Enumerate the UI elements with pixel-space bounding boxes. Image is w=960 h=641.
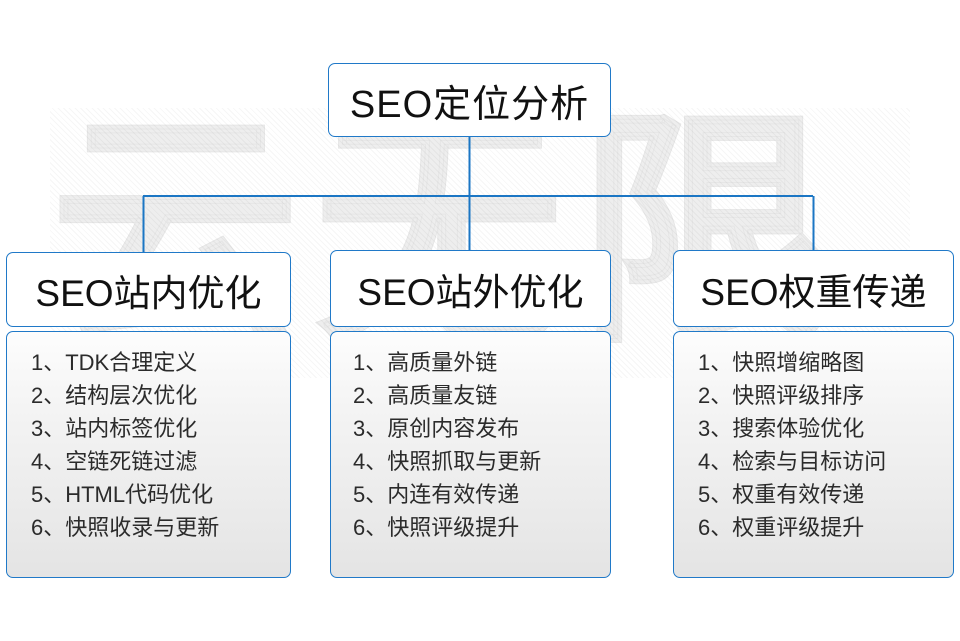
branch-header-2-label: SEO站外优化 — [357, 271, 584, 313]
branch-header-1-label: SEO站内优化 — [35, 272, 262, 314]
list-item: 4、检索与目标访问 — [698, 449, 887, 474]
branch-header-3[interactable]: SEO权重传递 — [673, 250, 954, 327]
list-item: 2、快照评级排序 — [698, 383, 865, 408]
list-item: 5、HTML代码优化 — [31, 482, 214, 507]
branch-list-3-items: 1、快照增缩略图 2、快照评级排序 3、搜索体验优化 4、检索与目标访问 5、权… — [674, 346, 953, 544]
branch-header-2-box: SEO站外优化 — [330, 250, 611, 327]
branch-list-3: 1、快照增缩略图 2、快照评级排序 3、搜索体验优化 4、检索与目标访问 5、权… — [673, 331, 954, 578]
list-item: 2、高质量友链 — [353, 383, 498, 408]
branch-list-1-items: 1、TDK合理定义 2、结构层次优化 3、站内标签优化 4、空链死链过滤 5、H… — [7, 346, 290, 544]
root-node-box: SEO定位分析 — [328, 63, 611, 137]
list-item: 3、搜索体验优化 — [698, 416, 865, 441]
list-item: 6、权重评级提升 — [698, 515, 865, 540]
list-item: 4、快照抓取与更新 — [353, 449, 542, 474]
list-item: 5、内连有效传递 — [353, 482, 520, 507]
list-item: 3、站内标签优化 — [31, 416, 198, 441]
branch-header-1-box: SEO站内优化 — [6, 252, 291, 327]
list-item: 1、高质量外链 — [353, 350, 498, 375]
list-item: 4、空链死链过滤 — [31, 449, 198, 474]
root-node[interactable]: SEO定位分析 — [328, 63, 611, 137]
list-item: 6、快照收录与更新 — [31, 515, 220, 540]
branch-header-3-box: SEO权重传递 — [673, 250, 954, 327]
list-item: 1、TDK合理定义 — [31, 350, 198, 375]
list-item: 5、权重有效传递 — [698, 482, 865, 507]
branch-header-2[interactable]: SEO站外优化 — [330, 250, 611, 327]
list-item: 6、快照评级提升 — [353, 515, 520, 540]
branch-header-1[interactable]: SEO站内优化 — [6, 252, 291, 327]
root-node-label: SEO定位分析 — [349, 83, 590, 126]
list-item: 3、原创内容发布 — [353, 416, 520, 441]
branch-list-2-items: 1、高质量外链 2、高质量友链 3、原创内容发布 4、快照抓取与更新 5、内连有… — [331, 346, 610, 544]
list-item: 2、结构层次优化 — [31, 383, 198, 408]
branch-list-2: 1、高质量外链 2、高质量友链 3、原创内容发布 4、快照抓取与更新 5、内连有… — [330, 331, 611, 578]
branch-header-3-label: SEO权重传递 — [700, 271, 927, 313]
list-item: 1、快照增缩略图 — [698, 350, 865, 375]
branch-list-1: 1、TDK合理定义 2、结构层次优化 3、站内标签优化 4、空链死链过滤 5、H… — [6, 331, 291, 578]
